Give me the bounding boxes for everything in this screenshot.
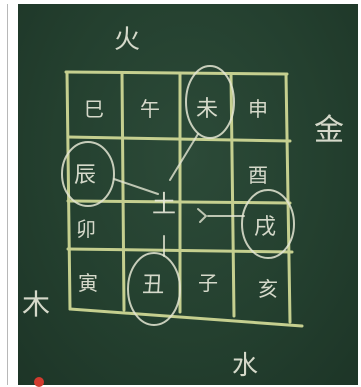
branch-si: 巳 [84,97,104,121]
grid-line-col1 [122,73,124,310]
grid-line-col4 [286,74,290,322]
branch-shen: 申 [248,97,268,121]
branch-chou: 丑 [142,273,164,298]
chalk-diagram: 火 金 木 水 土 巳 午 未 申 辰 酉 卯 戌 寅 丑 子 亥 [18,4,358,385]
branch-mao: 卯 [76,217,96,241]
branch-zi: 子 [198,271,218,295]
grid-line-bottom [70,309,302,326]
branch-wu: 午 [140,97,160,121]
branch-you: 酉 [248,163,268,187]
grid-line-col0 [67,72,70,309]
arrow-head [198,209,206,222]
branch-xu: 戌 [254,215,276,240]
chalkboard: 火 金 木 水 土 巳 午 未 申 辰 酉 卯 戌 寅 丑 子 亥 [18,4,358,385]
grid-line-top [66,72,287,74]
branch-chen: 辰 [74,163,96,188]
margin-rule [7,4,8,385]
direction-bottom: 水 [232,351,258,381]
record-indicator [34,377,44,387]
branch-wei: 未 [196,97,218,122]
left-margin [0,4,18,385]
branch-yin: 寅 [78,271,98,295]
stroke-wei-center [170,134,198,180]
direction-left: 木 [22,288,50,321]
direction-right: 金 [314,113,344,148]
center-label: 土 [152,190,176,218]
branch-hai: 亥 [258,277,278,301]
direction-top: 火 [114,25,140,55]
